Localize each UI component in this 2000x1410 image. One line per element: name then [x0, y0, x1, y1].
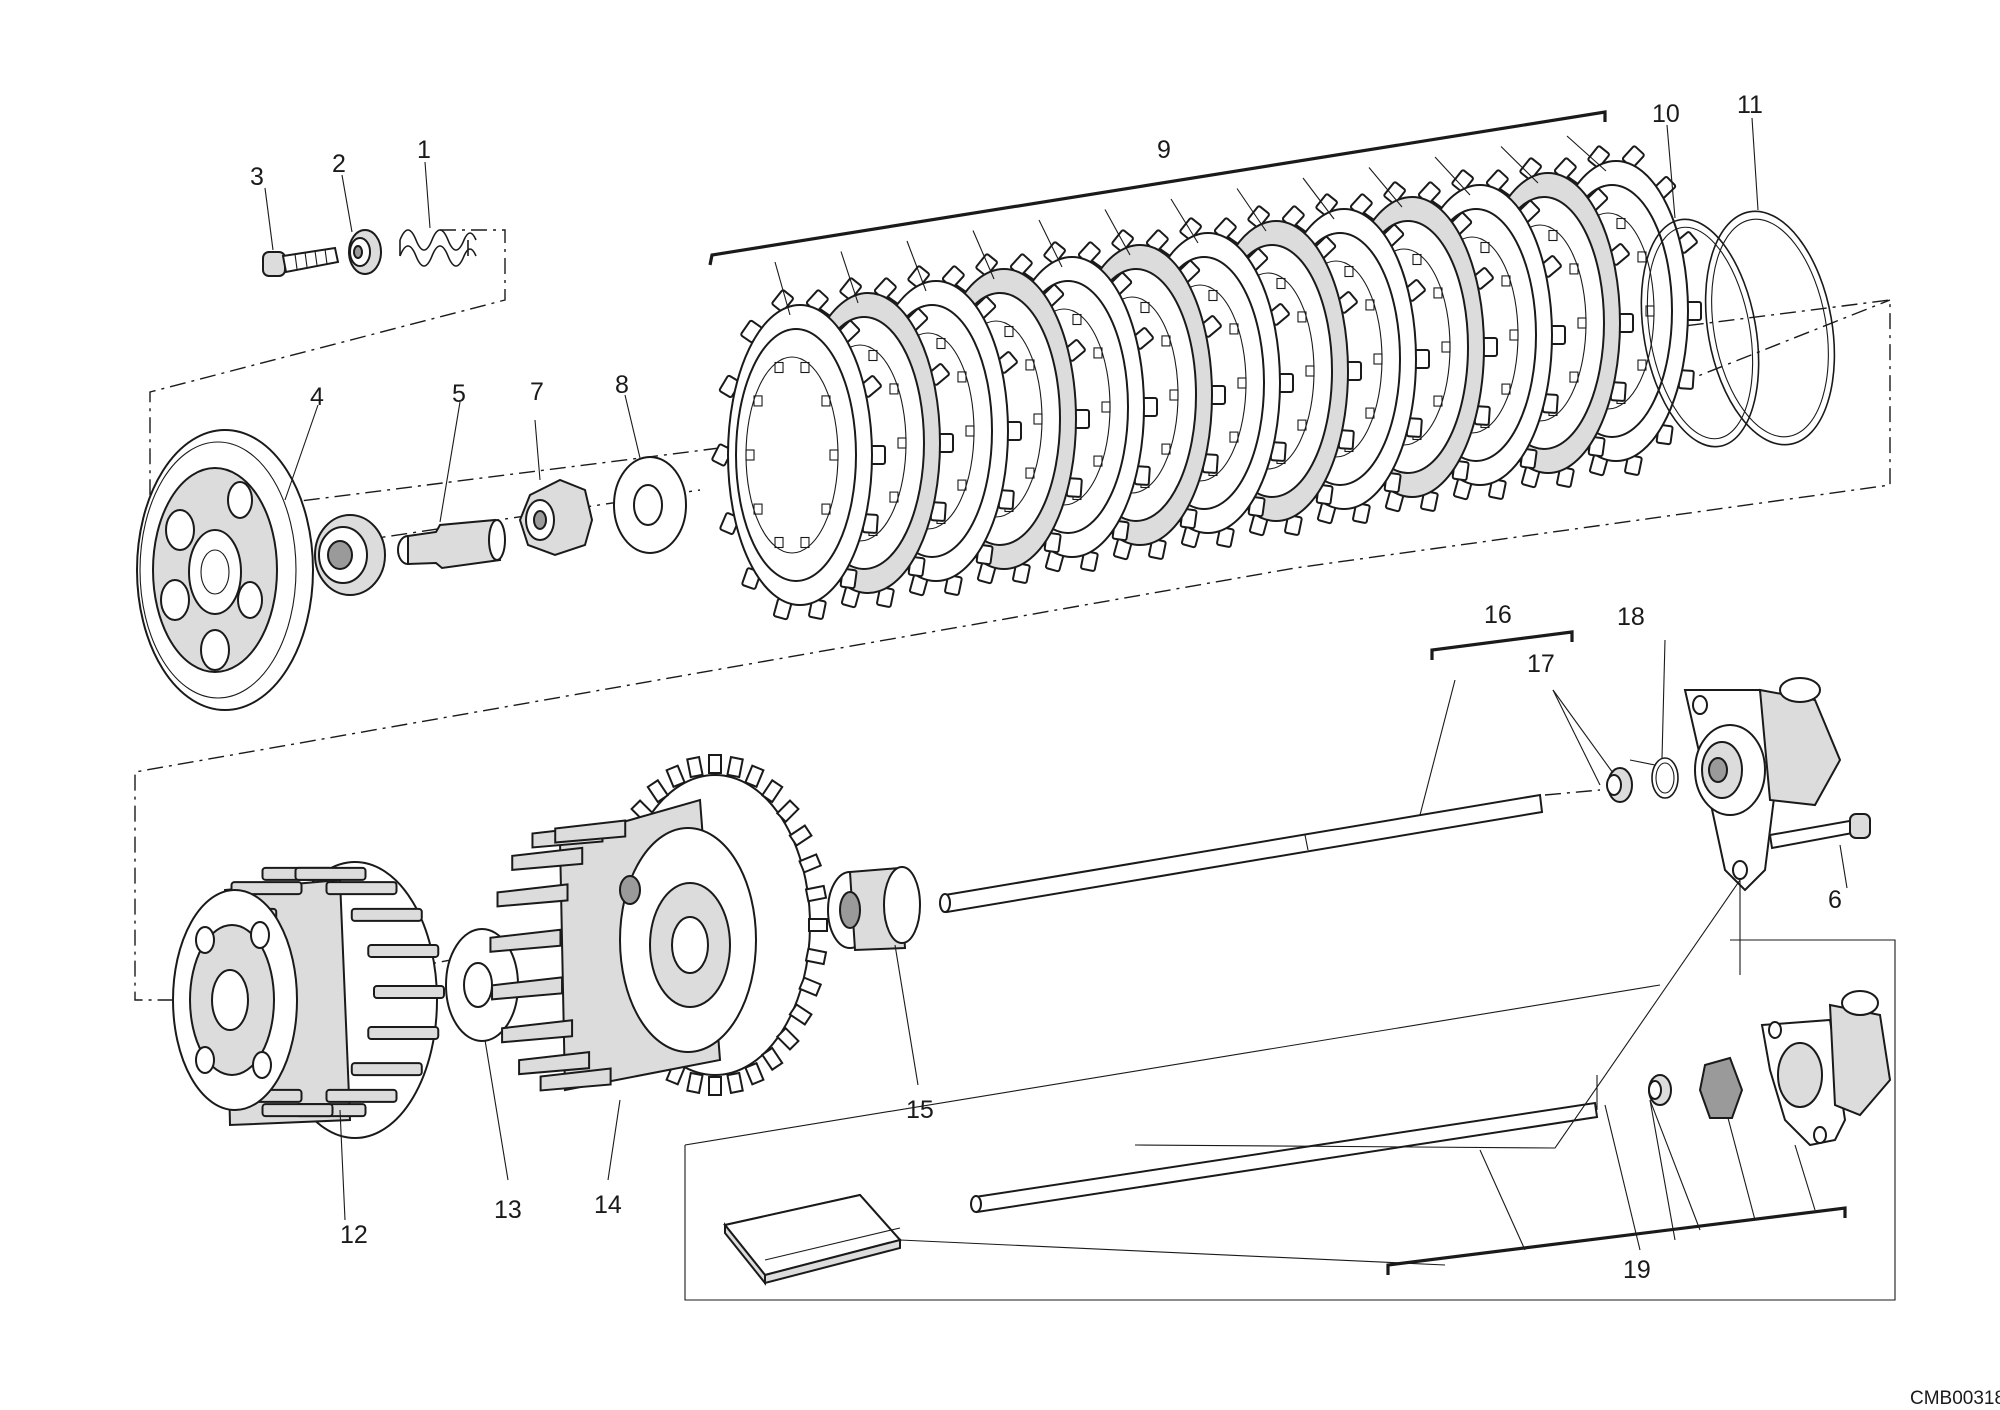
callout-6: 6 — [1828, 886, 1842, 914]
leader-lines — [264, 117, 1848, 1266]
hub-spline — [373, 985, 445, 999]
hub-spline — [294, 866, 367, 881]
slave-cylinder-kit — [723, 990, 1892, 1286]
gear-tooth — [788, 1003, 813, 1026]
clutch-plate — [711, 261, 886, 621]
ring-part-10 — [1640, 218, 1760, 448]
gear-tooth — [726, 755, 744, 779]
slave-cylinder-upper — [1683, 677, 1842, 892]
screw-part-6 — [1768, 813, 1871, 850]
callout-10: 10 — [1652, 100, 1680, 128]
housing-finger — [539, 1067, 612, 1092]
clutch-housing-part-14 — [489, 753, 828, 1097]
plate-leader-line — [1170, 198, 1199, 244]
gear-tooth — [686, 755, 704, 779]
plate-leader-line — [972, 230, 995, 280]
plate-leader-line — [1104, 209, 1131, 256]
gear-tooth — [804, 947, 828, 966]
gear-tooth — [707, 753, 723, 775]
group-brackets — [708, 110, 1847, 1275]
hub-spline — [367, 1026, 440, 1041]
washer-part-8 — [613, 456, 687, 554]
bearing-part-5 — [314, 514, 386, 596]
hub-spline — [325, 1088, 398, 1103]
callout-9: 9 — [1157, 136, 1171, 164]
callout-3: 3 — [250, 163, 264, 191]
gear-tooth — [646, 778, 670, 804]
pressure-plate-part-4 — [136, 429, 314, 711]
callout-18: 18 — [1617, 603, 1645, 631]
plate-leader-line — [1236, 188, 1267, 232]
push-piece — [397, 518, 506, 570]
ring-part-11 — [1704, 210, 1836, 446]
housing-finger — [491, 976, 564, 1001]
gear-tooth — [665, 764, 686, 789]
gear-tooth — [804, 884, 828, 903]
housing-finger — [489, 928, 562, 953]
callout-15: 15 — [906, 1096, 934, 1124]
bushing-part-15 — [827, 866, 921, 952]
gear-tooth — [775, 799, 800, 824]
plate-leader-line — [1434, 156, 1471, 196]
callout-8: 8 — [615, 371, 629, 399]
housing-finger — [496, 883, 569, 908]
plate-leader-line — [906, 240, 927, 292]
oring-part-18 — [1651, 757, 1679, 799]
drawing-code: CMB00318 — [1910, 1388, 2000, 1409]
housing-finger — [501, 1019, 574, 1044]
nut-part-7 — [518, 478, 594, 557]
gear-tooth — [686, 1071, 704, 1095]
plate-leader-line — [1566, 135, 1607, 172]
callout-13: 13 — [494, 1196, 522, 1224]
gear-tooth — [788, 824, 813, 847]
hub-spline — [350, 1062, 423, 1077]
hub-spline — [350, 907, 423, 922]
plate-leader-line — [1500, 146, 1539, 184]
thrust-washer-part-13 — [445, 928, 519, 1042]
clutch-hub-part-12 — [172, 861, 445, 1139]
hub-spline — [325, 881, 398, 896]
hub-spline — [367, 943, 440, 958]
gear-tooth — [707, 1075, 723, 1097]
housing-finger — [518, 1051, 591, 1076]
gear-tooth — [744, 764, 765, 789]
cup-washer-part-2 — [348, 229, 382, 275]
gear-tooth — [760, 1046, 784, 1072]
plate-leader-line — [774, 261, 791, 316]
plate-leader-line — [1302, 177, 1335, 220]
housing-finger — [511, 846, 584, 871]
screw-part-3 — [262, 246, 340, 277]
hub-spline — [230, 881, 303, 896]
gear-tooth — [775, 1026, 800, 1051]
push-rod-part-16 — [939, 793, 1544, 914]
callout-4: 4 — [310, 383, 324, 411]
seal-part-17 — [1606, 767, 1633, 803]
callout-12: 12 — [340, 1221, 368, 1249]
gear-tooth — [760, 778, 784, 804]
gear-tooth — [808, 918, 828, 932]
callout-16: 16 — [1484, 601, 1512, 629]
clutch-plate-stack-part-9 — [711, 135, 1702, 621]
spring-part-1 — [399, 229, 477, 267]
callout-19: 19 — [1623, 1256, 1651, 1284]
gear-tooth — [744, 1061, 765, 1086]
callout-14: 14 — [594, 1191, 622, 1219]
plate-leader-line — [1038, 219, 1063, 268]
plate-leader-line — [840, 251, 859, 304]
housing-finger — [554, 819, 627, 844]
callout-5: 5 — [452, 380, 466, 408]
plate-leader-line — [1368, 167, 1403, 208]
callout-7: 7 — [530, 378, 544, 406]
gear-tooth — [726, 1071, 744, 1095]
gear-tooth — [798, 853, 823, 874]
callout-17: 17 — [1527, 650, 1555, 678]
callout-11: 11 — [1737, 91, 1763, 119]
callout-1: 1 — [417, 136, 431, 164]
callout-labels: 3 2 1 4 5 7 8 9 10 11 16 17 18 6 15 12 1… — [250, 91, 2000, 1409]
gear-tooth — [798, 976, 823, 997]
hub-spline — [261, 1103, 334, 1118]
callout-2: 2 — [332, 150, 346, 178]
